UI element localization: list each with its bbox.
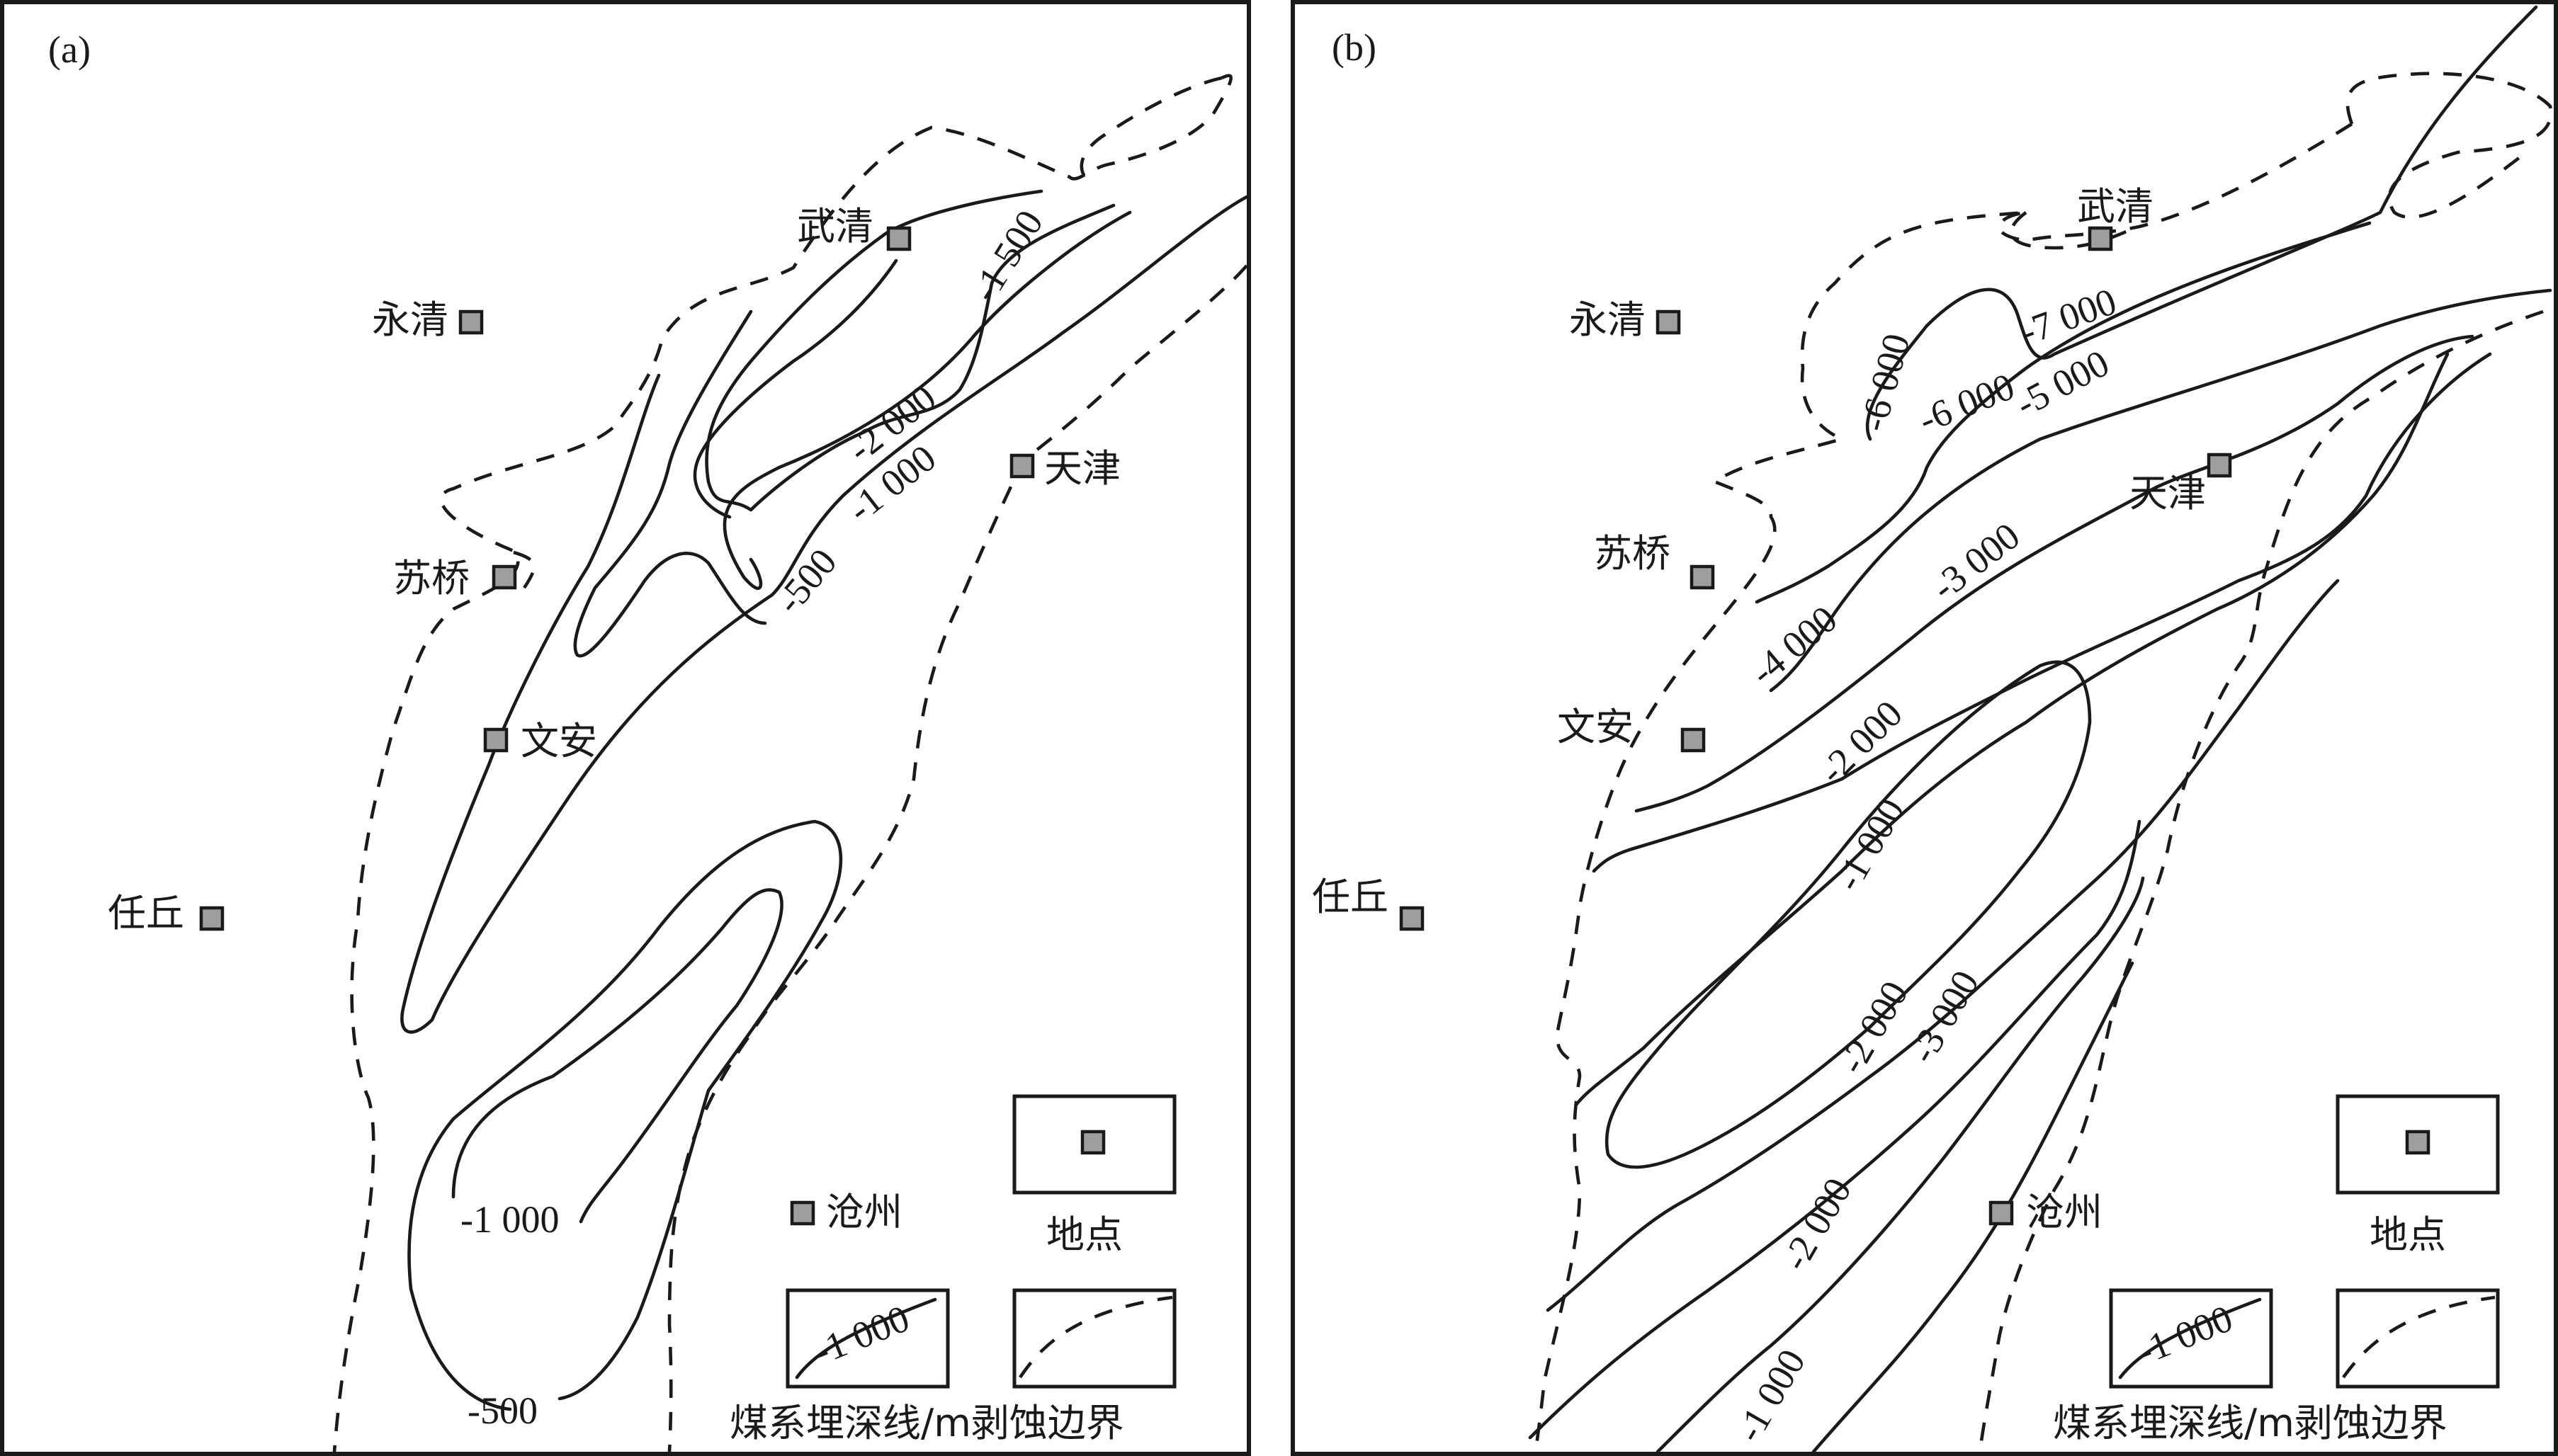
contour-b-2000-south [1546,579,2340,1312]
erosion-boundary-b-wuqing [2009,211,2140,250]
place-label-yongqing-a: 永清 [372,297,448,342]
place-label-wenan-b: 文安 [1557,705,1634,749]
place-label-renqiu-b: 任丘 [1312,875,1388,919]
place-label-wuqing-a: 武清 [797,204,873,249]
place-label-suqiao-a: 苏桥 [393,556,470,601]
contour-a-1500 [705,189,1116,512]
contour-label-b-6000-b: -6 000 [1913,365,2020,441]
erosion-boundary-a-east [667,264,1248,1452]
legend-caption-b: 煤系埋深线/m剥蚀边界 [2053,1401,2447,1445]
legend-location-marker-b [2405,1130,2430,1155]
erosion-boundary-a-loop [1080,76,1223,184]
legend-caption-a: 煤系埋深线/m剥蚀边界 [730,1401,1124,1445]
contour-label-b-5000: -5 000 [2008,341,2115,425]
legend-erosion-line-a [1019,1295,1173,1379]
place-marker-cangzhou-b [1988,1200,2014,1226]
legend-erosion-box-a [1012,1288,1177,1389]
place-label-wuqing-b: 武清 [2077,184,2154,229]
contour-a-1000-upper [723,210,1132,590]
panel-a: (a) -1 500 -2 000 -1 000 -500 -1 000 -50… [0,0,1251,1456]
contour-label-b-2000-lower: -2 000 [1830,974,1916,1081]
place-marker-tianjin-b [2207,453,2232,478]
erosion-boundary-b-east [1978,309,2544,1452]
panel-b: (b) -7 000 -6 000 -6 000 -5 000 -4 000 -… [1291,0,2558,1456]
legend-location-label-b: 地点 [2370,1212,2446,1257]
contour-b-3000-upper [1592,352,2492,873]
erosion-boundary-a-suqiao [513,550,536,589]
contour-b-5000 [1769,288,2552,693]
contour-label-b-3000-upper: -3 000 [1923,514,2027,608]
contour-b-7000 [1865,5,2538,441]
contour-label-a-1500: -1 500 [963,203,1051,309]
legend-depth-line-box-b [2109,1288,2273,1389]
place-label-renqiu-a: 任丘 [108,891,184,935]
place-marker-suqiao-b [1690,564,1715,590]
place-marker-wuqing-a [886,226,912,251]
legend-b: 地点 -1 000 煤系埋深线/m剥蚀边界 [2053,1094,2500,1445]
contour-b-2000-lower [1656,876,2145,1454]
contour-a-500-lower [407,819,843,1411]
legend-a: 地点 -1 000 煤系埋深线/m剥蚀边界 [730,1094,1177,1445]
place-label-tianjin-b: 天津 [2129,471,2206,516]
place-marker-yongqing-a [458,309,484,335]
place-label-suqiao-b: 苏桥 [1594,531,1670,576]
place-label-cangzhou-a: 沧州 [826,1190,902,1234]
place-marker-cangzhou-a [790,1200,815,1226]
contour-b-2000-mid [1574,352,2450,1107]
place-marker-wenan-a [483,727,509,753]
contour-label-a-500-lower: -500 [468,1389,538,1432]
contour-label-b-4000: -4 000 [1742,598,1845,694]
contour-label-b-3000-lower: -3 000 [1901,963,1987,1070]
contour-b-1000-loop [1605,660,2092,1169]
legend-location-marker-a [1080,1130,1106,1155]
place-marker-renqiu-b [1399,906,1425,931]
place-marker-yongqing-b [1656,309,1681,335]
panel-a-frame [0,0,1251,1456]
erosion-boundary-b-north [2345,72,2553,219]
legend-depth-line-b [2118,1297,2262,1380]
contour-b-3000-lower [1528,819,2141,1440]
contour-b-6000 [1755,221,2372,604]
place-marker-tianjin-a [1009,453,1035,479]
contour-label-b-1000: -1 000 [1826,791,1913,898]
erosion-boundary-b-west [1534,123,2353,1452]
place-label-yongqing-b: 永清 [1569,297,1646,342]
legend-location-label-a: 地点 [1046,1212,1123,1257]
panel-b-frame [1291,0,2558,1456]
contour-label-b-1000-south: -1 000 [1727,1342,1813,1449]
legend-depth-line-a [795,1297,937,1380]
panel-b-label: (b) [1332,26,1376,69]
legend-erosion-box-b [2336,1288,2500,1389]
erosion-boundary-a-west [332,74,1233,1452]
place-marker-renqiu-a [199,906,225,931]
contour-label-a-500: -500 [767,540,845,621]
contour-label-a-1000-lower: -1 000 [460,1198,559,1241]
panel-a-label: (a) [48,28,91,71]
place-label-cangzhou-b: 沧州 [2026,1190,2103,1234]
place-marker-suqiao-a [492,564,517,590]
place-label-tianjin-a: 天津 [1044,446,1121,491]
contour-a-inner-loop [573,309,767,658]
contour-a-500-main [400,195,1249,1034]
contour-a-1000-lower [451,888,783,1224]
contour-b-4000 [1634,334,2474,813]
place-label-wenan-a: 文安 [521,719,597,763]
contour-label-b-2000-south: -2 000 [1773,1171,1860,1278]
contour-a-2000 [693,258,898,519]
place-marker-wuqing-b [2088,226,2113,251]
legend-erosion-line-b [2342,1295,2496,1379]
place-marker-wenan-b [1680,727,1706,753]
contour-label-b-6000-a: -6 000 [1852,329,1918,436]
